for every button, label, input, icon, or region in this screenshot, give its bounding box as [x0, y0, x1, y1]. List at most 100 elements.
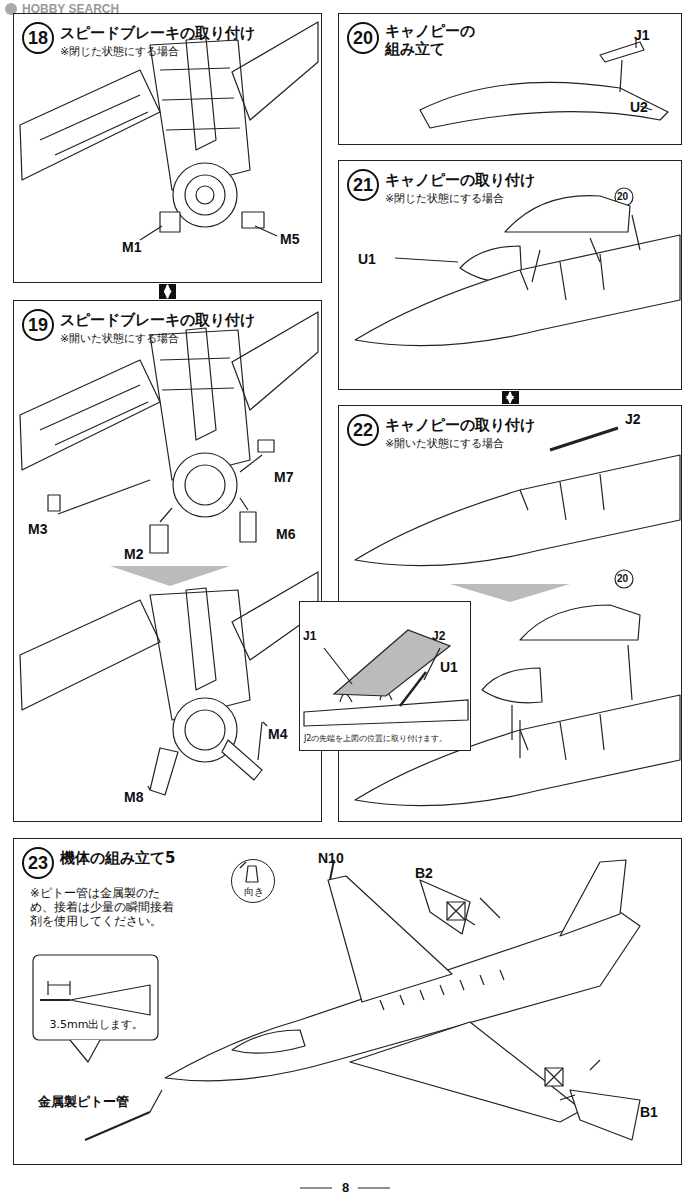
step-title: スピードブレーキの取り付け [60, 311, 255, 329]
page-number: 8 [342, 1181, 349, 1194]
step-panel: 19 スピードブレーキの取り付け ※開いた状態にする場合 [13, 300, 322, 822]
part-label: U1 [358, 252, 376, 266]
drawing-stroke [512, 645, 632, 758]
drawing-stroke [222, 740, 262, 780]
drawing-stroke [520, 714, 604, 760]
drawing-stroke [40, 999, 70, 1001]
drawing-stroke [502, 391, 519, 404]
drawing-stroke [550, 428, 618, 450]
drawing-stroke [395, 215, 640, 282]
circled-number: 20 [617, 192, 628, 202]
orientation-circle: 向き [231, 859, 275, 903]
drawing-stroke [258, 722, 262, 760]
drawing-stroke [150, 1090, 162, 1112]
step-panel: 23 機体の組み立て5 ※ピトー管は金属製のため、接着は少量の瞬間接着剤を使用してく… [13, 838, 682, 1165]
drawing-stroke [615, 570, 633, 588]
step-number: 19 [22, 309, 54, 341]
drawing-stroke [40, 68, 240, 155]
step-title: キャノピーの 組み立て [385, 22, 483, 58]
drawing-stroke [20, 70, 160, 180]
drawing-stroke [400, 672, 426, 706]
part-label: J1 [303, 630, 316, 642]
step-number: 18 [22, 22, 54, 54]
drawing-stroke [150, 748, 178, 795]
drawing-stroke [242, 212, 264, 228]
drawing-stroke [196, 186, 214, 204]
drawing-stroke [324, 648, 352, 684]
drawing-stroke [140, 226, 277, 240]
part-label: B2 [415, 866, 433, 880]
step-title: キャノピーの取り付け [385, 416, 535, 434]
step-title: キャノピーの取り付け [385, 171, 535, 189]
step-number: 20 [347, 22, 379, 54]
drawing-stroke [350, 1022, 582, 1122]
drawing-stroke [520, 474, 604, 520]
step-number: 23 [22, 847, 54, 879]
drawing-stroke [70, 1040, 100, 1062]
circled-number: 20 [617, 574, 628, 584]
part-label: N10 [318, 851, 344, 865]
drawing-stroke [186, 328, 216, 440]
step-note: ※閉じた状態にする場合 [60, 45, 179, 58]
drawing-stroke [600, 42, 644, 62]
inset-note: J2の先端を上図の位置に取り付けます。 [304, 734, 468, 744]
drawing-stroke [420, 82, 668, 128]
step-panel: 22キャノピーの取り付け※開いた状態にする場合 J2の先端を上図の位置に取り付け… [338, 405, 682, 822]
step-title: 機体の組み立て5 [60, 849, 175, 867]
drawing-stroke [258, 440, 274, 452]
drawing-stroke [447, 902, 465, 920]
drawing-stroke [505, 196, 630, 232]
drawing-stroke [20, 360, 160, 470]
step-note: ※開いた状態にする場合 [385, 437, 504, 450]
drawing-stroke [186, 38, 216, 150]
drawing-stroke [173, 453, 237, 517]
part-label: M7 [274, 470, 293, 484]
drawing-stroke [185, 710, 225, 750]
drawing-stroke [482, 668, 542, 703]
alternative-arrow [509, 392, 511, 403]
drawing-stroke [148, 722, 267, 790]
drawing-stroke [33, 955, 158, 1040]
part-label: M8 [124, 790, 143, 804]
step-note: ※開いた状態にする場合 [60, 332, 179, 345]
step-panel: 20キャノピーの 組み立て [338, 13, 682, 145]
drawing-stroke [334, 630, 450, 696]
part-label: J2 [432, 630, 445, 642]
drawing-stroke [447, 902, 465, 920]
part-label: M2 [124, 547, 143, 561]
drawing-stroke [40, 358, 234, 445]
drawing-stroke [380, 970, 504, 1010]
step-number: 22 [347, 414, 379, 446]
callout-note: 3.5mm出します。 [38, 1018, 155, 1031]
drawing-stroke [186, 588, 216, 690]
drawing-stroke [355, 455, 680, 566]
drawing-stroke [620, 38, 636, 92]
drawing-stroke [520, 254, 604, 300]
drawing-stroke [246, 866, 258, 882]
part-label: J2 [625, 412, 641, 426]
drawing-stroke [48, 981, 70, 995]
drawing-stroke [150, 525, 168, 553]
drawing-stroke [520, 605, 640, 640]
drawing-stroke [58, 455, 262, 522]
part-label: M4 [268, 727, 287, 741]
part-label: M3 [28, 522, 47, 536]
drawing-stroke [560, 1060, 600, 1100]
drawing-stroke [420, 880, 470, 934]
step-note: ※ピトー管は金属製のため、接着は少量の瞬間接着剤を使用してください。 [30, 887, 180, 928]
drawing-stroke [159, 284, 176, 299]
part-name: 金属製ピトー管 [38, 1095, 129, 1108]
drawing-stroke [545, 1068, 563, 1086]
drawing-stroke [424, 648, 440, 680]
step-title: スピードブレーキの取り付け [60, 24, 255, 42]
inset-illustration [300, 602, 472, 752]
drawing-stroke [304, 630, 468, 726]
step-panel: 18 スピードブレーキの取り付け ※閉じた状態にする場合 [13, 13, 322, 283]
step-number: 21 [347, 169, 379, 201]
part-label: B1 [640, 1105, 658, 1119]
step-panel: 21キャノピーの取り付け※閉じた状態にする場合 [338, 160, 682, 390]
drawing-stroke [545, 1068, 563, 1086]
callout-box: 3.5mm出します。 [34, 956, 159, 1041]
drawing-stroke [570, 1090, 640, 1140]
drawing-stroke [560, 860, 626, 936]
